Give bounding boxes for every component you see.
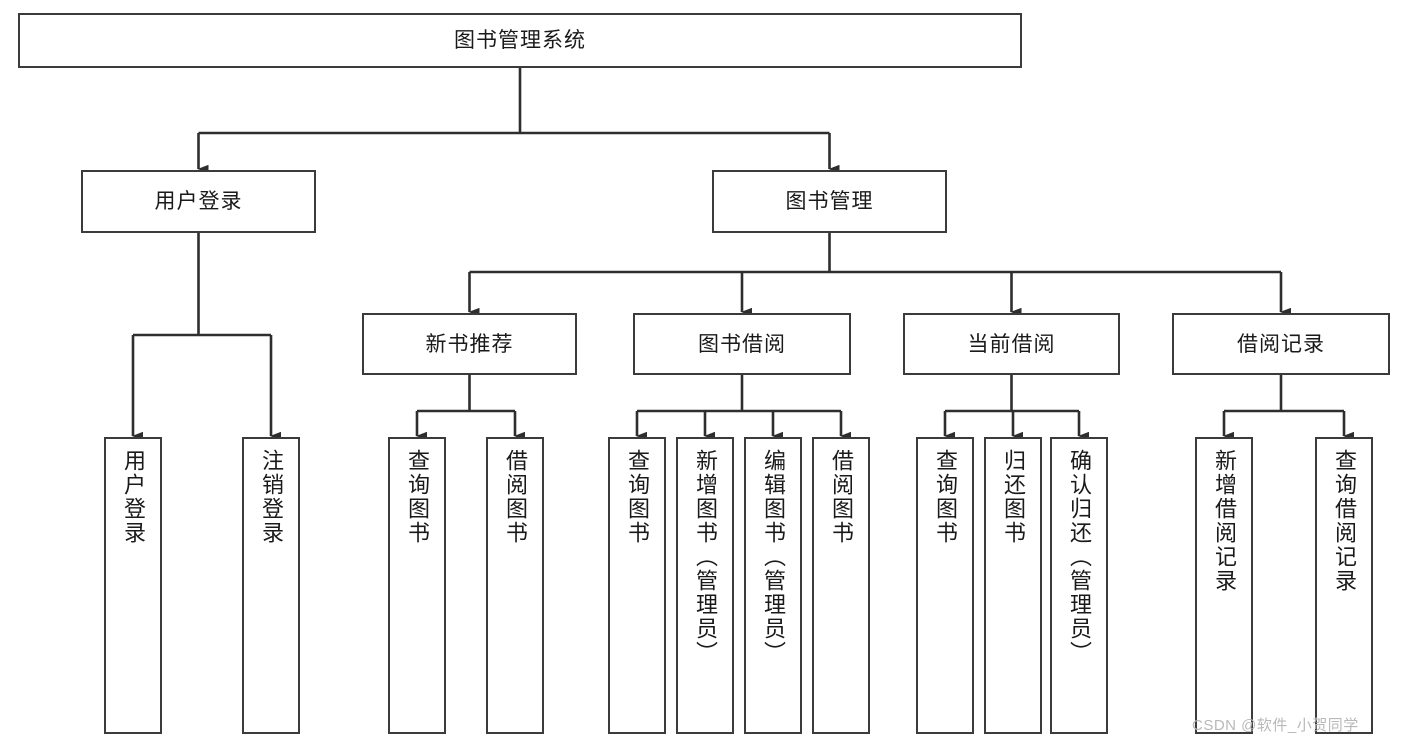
- watermark-label: CSDN @软件_小贺同学: [1192, 717, 1359, 734]
- node-l-logout[interactable]: 注销登录: [242, 437, 300, 734]
- node-current[interactable]: 当前借阅: [903, 313, 1120, 375]
- node-l-querybook2[interactable]: 查询图书: [608, 437, 666, 734]
- node-borrow[interactable]: 图书借阅: [633, 313, 851, 375]
- node-label: 用户登录: [120, 449, 146, 545]
- node-bookmgmt[interactable]: 图书管理: [712, 170, 947, 233]
- node-label: 查询图书: [932, 449, 958, 545]
- node-label: 编辑图书（管理员）: [760, 449, 786, 665]
- node-label: 借阅图书: [828, 449, 854, 545]
- node-label: 新书推荐: [425, 332, 514, 356]
- node-newbook[interactable]: 新书推荐: [362, 313, 577, 375]
- node-label: 新增图书（管理员）: [692, 449, 718, 665]
- node-label: 图书借阅: [698, 332, 786, 356]
- node-label: 查询图书: [404, 449, 430, 545]
- node-label: 确认归还（管理员）: [1066, 449, 1092, 665]
- node-label: 图书管理系统: [454, 29, 586, 52]
- node-login[interactable]: 用户登录: [81, 170, 316, 233]
- node-l-addbook[interactable]: 新增图书（管理员）: [676, 437, 734, 734]
- node-l-querybook1[interactable]: 查询图书: [388, 437, 446, 734]
- node-label: 新增借阅记录: [1211, 449, 1237, 593]
- node-label: 用户登录: [154, 190, 243, 213]
- node-label: 图书管理: [785, 190, 874, 213]
- node-l-returnbook[interactable]: 归还图书: [984, 437, 1042, 734]
- node-records[interactable]: 借阅记录: [1172, 313, 1390, 375]
- node-label: 借阅图书: [502, 449, 528, 545]
- node-l-confirmret[interactable]: 确认归还（管理员）: [1050, 437, 1108, 734]
- node-label: 查询图书: [624, 449, 650, 545]
- node-root[interactable]: 图书管理系统: [18, 13, 1022, 68]
- node-l-userlogin[interactable]: 用户登录: [104, 437, 162, 734]
- node-l-editbook[interactable]: 编辑图书（管理员）: [744, 437, 802, 734]
- node-label: 查询借阅记录: [1331, 449, 1357, 593]
- node-label: 借阅记录: [1237, 332, 1325, 356]
- node-label: 归还图书: [1000, 449, 1026, 545]
- node-l-borrowbook1[interactable]: 借阅图书: [486, 437, 544, 734]
- node-label: 注销登录: [258, 449, 284, 545]
- node-l-querybook3[interactable]: 查询图书: [916, 437, 974, 734]
- node-label: 当前借阅: [967, 332, 1056, 356]
- node-l-borrowbook2[interactable]: 借阅图书: [812, 437, 870, 734]
- node-l-queryrecord[interactable]: 查询借阅记录: [1315, 437, 1373, 734]
- node-l-addrecord[interactable]: 新增借阅记录: [1195, 437, 1253, 734]
